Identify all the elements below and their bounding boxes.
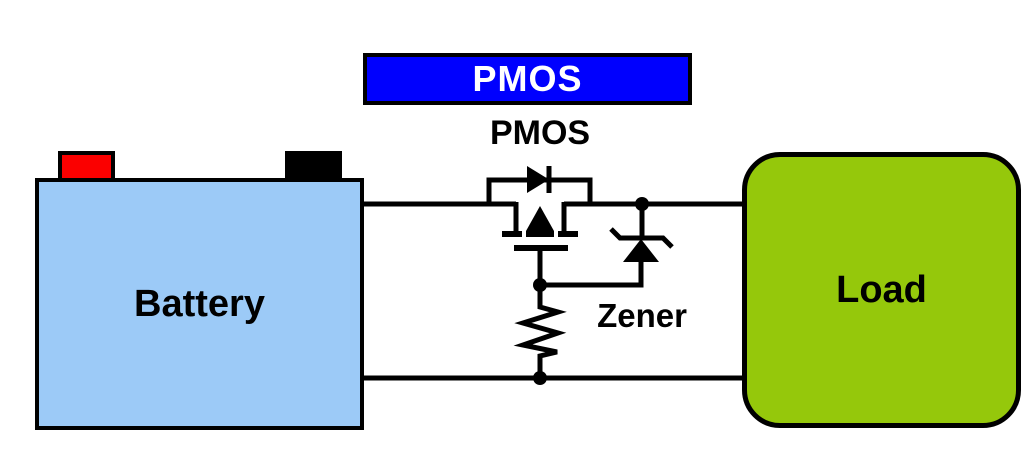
top-rail-junction-dot xyxy=(635,197,649,211)
title-banner: PMOS xyxy=(363,53,692,105)
pmos-transistor-label: PMOS xyxy=(489,114,591,152)
pmos-body-arrow xyxy=(526,206,554,231)
title-banner-label: PMOS xyxy=(472,58,583,99)
zener-triangle xyxy=(623,239,659,262)
zener-cathode-bar xyxy=(609,227,674,249)
body-diode-triangle xyxy=(527,166,549,193)
battery-positive-terminal xyxy=(58,151,115,182)
load-label: Load xyxy=(836,268,927,311)
battery-label: Battery xyxy=(134,282,265,325)
zener-anode-return-wire xyxy=(540,262,644,288)
bottom-rail-junction-dot xyxy=(533,371,547,385)
zener-diode-label: Zener xyxy=(597,297,687,334)
gate-junction-dot xyxy=(533,278,547,292)
gate-resistor xyxy=(513,285,567,378)
battery-block: Battery xyxy=(35,178,364,430)
load-block: Load xyxy=(742,152,1021,428)
